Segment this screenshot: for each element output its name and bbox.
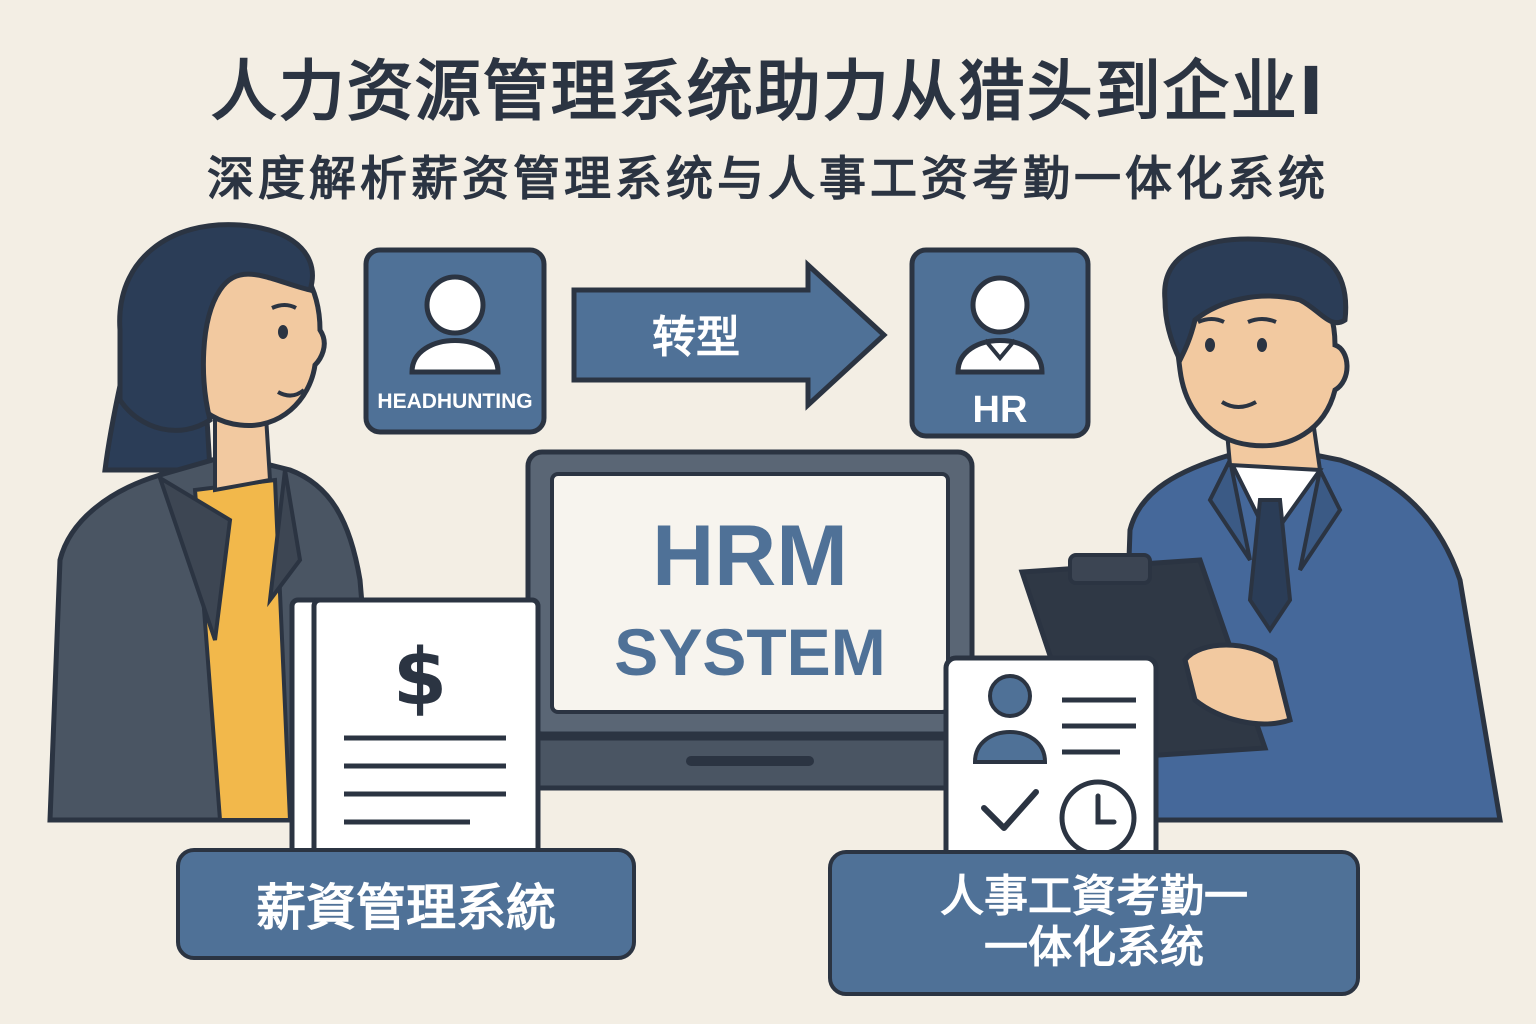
hr-attendance-line2: 一体化系统 bbox=[984, 922, 1204, 973]
headhunting-label: HEADHUNTING bbox=[377, 390, 532, 413]
headhunting-card: HEADHUNTING bbox=[363, 247, 547, 435]
payroll-system-text: 薪資管理系統 bbox=[256, 879, 556, 937]
hr-label: HR bbox=[973, 389, 1028, 431]
clock-icon bbox=[1059, 779, 1137, 857]
payroll-document: $ bbox=[289, 597, 541, 873]
person-icon bbox=[409, 274, 501, 375]
hr-attendance-line1: 人事工資考勤一 bbox=[940, 871, 1248, 923]
page-subtitle: 深度解析薪资管理系统与人事工资考勤一体化系统 bbox=[207, 152, 1329, 207]
hr-card: HR bbox=[909, 247, 1091, 439]
profile-icon bbox=[972, 674, 1048, 764]
dollar-icon: $ bbox=[393, 633, 447, 723]
page-title: 人力资源管理系统助力从猎头到企业I bbox=[210, 53, 1326, 130]
professional-person-icon bbox=[955, 275, 1045, 375]
monitor-line2: SYSTEM bbox=[614, 615, 885, 689]
monitor-line1: HRM bbox=[652, 508, 848, 604]
payroll-system-label: 薪資管理系統 bbox=[176, 848, 636, 960]
man-figure bbox=[1018, 236, 1503, 823]
checkmark-icon bbox=[981, 789, 1039, 831]
hrm-monitor: HRM SYSTEM bbox=[516, 449, 984, 791]
hr-attendance-system-label: 人事工資考勤一 一体化系统 bbox=[828, 850, 1360, 996]
transform-arrow: 转型 bbox=[571, 259, 888, 411]
arrow-label: 转型 bbox=[652, 312, 740, 363]
